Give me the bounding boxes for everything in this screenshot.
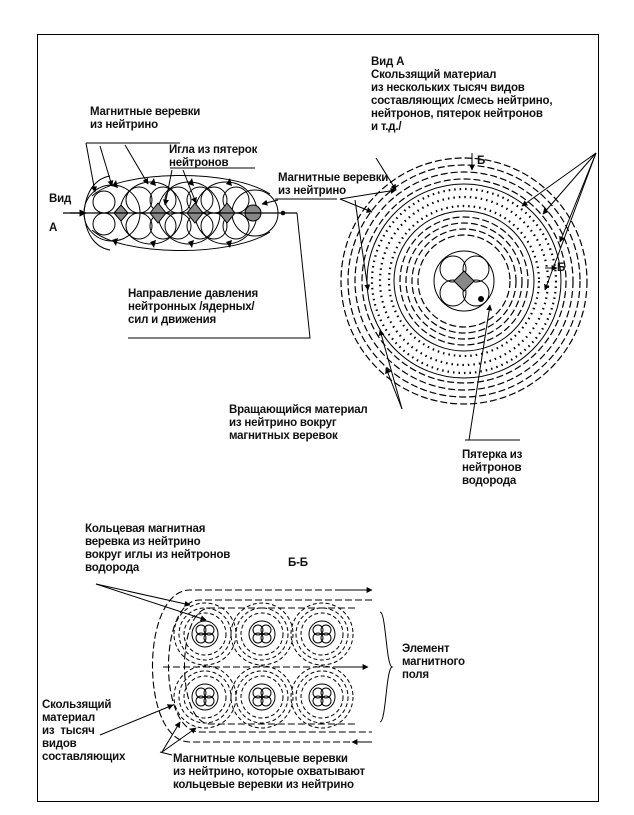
label-view-word: Вид <box>49 193 72 205</box>
figure-frame <box>37 34 599 802</box>
label-pressure-direction: Направление давления нейтронных /ядерных… <box>128 288 259 326</box>
label-field-element: Элемент магнитного поля <box>402 643 465 681</box>
label-five-neutrons: Пятерка из нейтронов водорода <box>462 449 523 487</box>
section-bb <box>95 583 394 756</box>
label-needle: Игла из пятерок нейтронов <box>169 144 258 169</box>
view-a-leaders <box>339 152 597 441</box>
view-a-pattern <box>339 152 597 441</box>
leaders-top <box>85 142 337 339</box>
bb-arrows <box>95 583 394 756</box>
five-neutrons-center <box>433 250 495 312</box>
label-magnetic-ropes-top: Магнитные веревки из нейтрино <box>90 106 201 131</box>
label-magnetic-ropes-right: Магнитные веревки из нейтрино <box>278 172 389 197</box>
label-section-title: Б-Б <box>288 557 308 569</box>
needle-assembly <box>63 175 297 251</box>
bb-cells <box>173 602 354 729</box>
concentric-dashed-rings <box>340 157 588 405</box>
rope-arrows <box>112 178 232 248</box>
label-rotating-material: Вращающийся материал из нейтрино вокруг … <box>229 404 368 442</box>
label-ring-ropes-bottom: Магнитные кольцевые веревки из нейтрино,… <box>173 753 365 791</box>
label-sliding-material: Скользящий материал из тысяч видов соста… <box>42 699 126 763</box>
label-section-mark-mid: Б <box>557 262 566 274</box>
label-view-a-title: Вид А Скользящий материал из нескольких … <box>371 56 553 133</box>
label-view-letter: А <box>49 222 58 234</box>
label-ring-rope: Кольцевая магнитная веревка из нейтрино … <box>85 523 231 574</box>
label-section-mark-top: Б <box>477 155 486 167</box>
needle-ropes <box>83 175 279 251</box>
